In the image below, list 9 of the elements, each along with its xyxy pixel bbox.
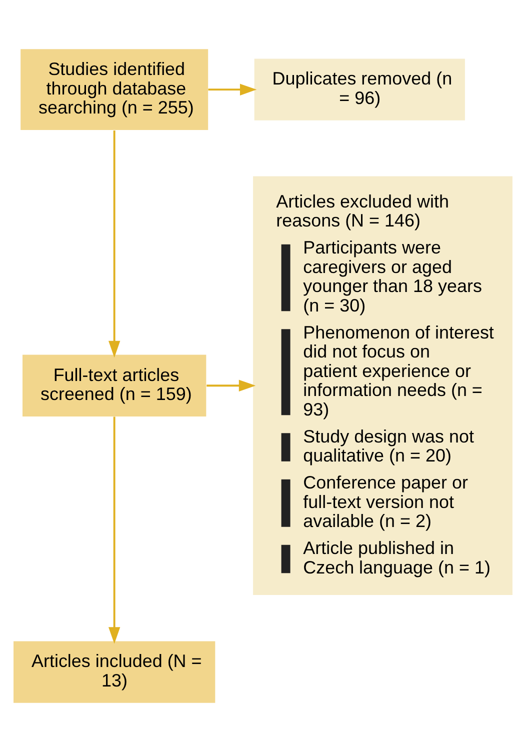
node-box: Articles excluded with reasons (N = 146) Participants were caregivers or aged younger than 18 years (n = 30) Phenomenon of interest did not focus on patient experience or information needs (n = 93) Study design was not qualitative (n = 20) Conference paper or full-text version not available (n = 2) Article published in Czech language (n = 1) — [253, 176, 512, 594]
node-box: Full-text articles screened (n = 159) — [22, 354, 206, 416]
arrow — [208, 83, 257, 95]
node-box: Articles included (N = 13) — [14, 640, 216, 702]
arrow — [108, 130, 120, 358]
arrow — [206, 379, 256, 391]
node-box: Duplicates removed (n = 96) — [254, 58, 465, 120]
node-box: Studies identified through database searching (n = 255) — [20, 48, 208, 130]
arrow — [108, 416, 120, 644]
